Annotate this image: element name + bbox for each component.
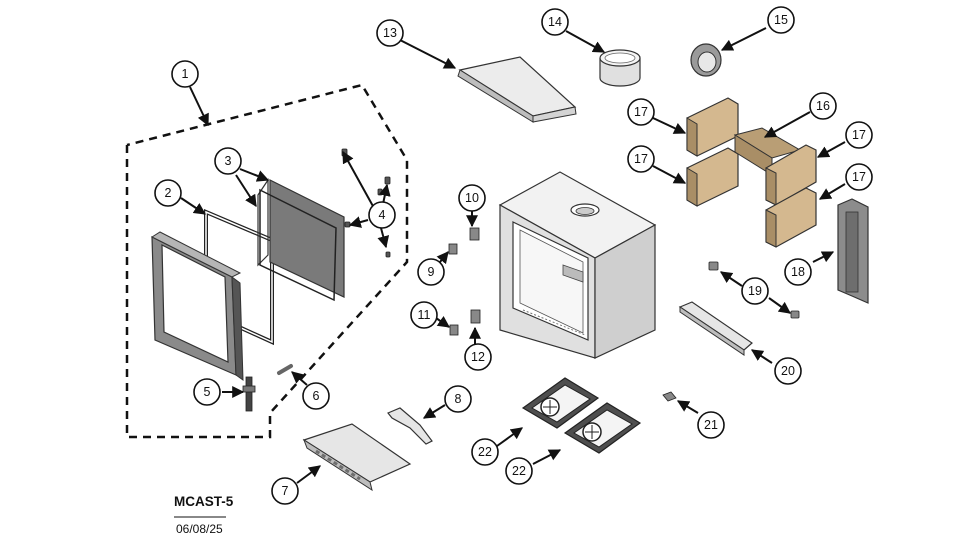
svg-text:6: 6 bbox=[313, 389, 320, 403]
callout-20: 20 bbox=[774, 357, 802, 385]
callout-7: 7 bbox=[271, 477, 299, 505]
callout-3: 3 bbox=[214, 147, 242, 175]
callout-1: 1 bbox=[171, 60, 199, 88]
svg-text:10: 10 bbox=[465, 191, 479, 205]
callout-2: 2 bbox=[154, 179, 182, 207]
drawing-date: 06/08/25 bbox=[176, 522, 223, 536]
firebrick-bottom-left bbox=[686, 147, 739, 207]
hinge-bracket-11 bbox=[449, 324, 459, 336]
svg-text:2: 2 bbox=[165, 186, 172, 200]
callout-17-d: 17 bbox=[845, 163, 873, 191]
callout-4: 4 bbox=[368, 201, 396, 229]
callout-22-a: 22 bbox=[471, 438, 499, 466]
door-frame bbox=[150, 231, 244, 381]
stove-body bbox=[498, 171, 657, 359]
svg-text:21: 21 bbox=[704, 418, 718, 432]
callout-17-b: 17 bbox=[845, 121, 873, 149]
svg-text:4: 4 bbox=[379, 208, 386, 222]
callout-11: 11 bbox=[410, 301, 438, 329]
callout-15: 15 bbox=[767, 6, 795, 34]
callout-16: 16 bbox=[809, 92, 837, 120]
svg-text:8: 8 bbox=[455, 392, 462, 406]
callout-13: 13 bbox=[376, 19, 404, 47]
svg-text:20: 20 bbox=[781, 364, 795, 378]
svg-text:15: 15 bbox=[774, 13, 788, 27]
svg-text:18: 18 bbox=[791, 265, 805, 279]
svg-text:19: 19 bbox=[748, 284, 762, 298]
hinge-pin bbox=[277, 364, 293, 375]
side-panel bbox=[837, 198, 869, 304]
svg-text:9: 9 bbox=[428, 265, 435, 279]
callout-10: 10 bbox=[458, 184, 486, 212]
hinge-bracket-9 bbox=[448, 243, 458, 255]
svg-text:1: 1 bbox=[182, 67, 189, 81]
callout-21: 21 bbox=[697, 411, 725, 439]
door-assembly-boundary bbox=[125, 83, 409, 439]
svg-text:13: 13 bbox=[383, 26, 397, 40]
callout-6: 6 bbox=[302, 382, 330, 410]
svg-text:22: 22 bbox=[512, 464, 526, 478]
drawing-code: MCAST-5 bbox=[174, 494, 234, 509]
hinge-bracket-10 bbox=[469, 227, 480, 241]
firebrick-bottom-right bbox=[765, 187, 817, 248]
baffle-plate bbox=[457, 56, 577, 123]
airwash-bar bbox=[678, 301, 753, 356]
svg-text:17: 17 bbox=[852, 170, 866, 184]
grate-upper bbox=[521, 377, 600, 429]
svg-text:17: 17 bbox=[634, 105, 648, 119]
svg-text:7: 7 bbox=[282, 484, 289, 498]
svg-text:5: 5 bbox=[204, 385, 211, 399]
door-latch bbox=[242, 376, 256, 412]
hinge-bracket-12 bbox=[470, 309, 481, 324]
callout-17-c: 17 bbox=[627, 145, 655, 173]
svg-text:11: 11 bbox=[418, 308, 431, 322]
svg-text:16: 16 bbox=[816, 99, 830, 113]
svg-text:22: 22 bbox=[478, 445, 492, 459]
callout-18: 18 bbox=[784, 258, 812, 286]
retaining-bracket bbox=[662, 391, 677, 402]
callout-14: 14 bbox=[541, 8, 569, 36]
leader-lines bbox=[180, 27, 846, 484]
svg-text:14: 14 bbox=[548, 15, 562, 29]
callout-5: 5 bbox=[193, 378, 221, 406]
svg-text:3: 3 bbox=[225, 154, 232, 168]
grate-lower bbox=[563, 402, 642, 454]
svg-text:17: 17 bbox=[634, 152, 648, 166]
door-glass bbox=[257, 178, 345, 302]
callout-12: 12 bbox=[464, 343, 492, 371]
callout-8: 8 bbox=[444, 385, 472, 413]
flue-collar bbox=[599, 49, 641, 87]
callout-9: 9 bbox=[417, 258, 445, 286]
callout-17-a: 17 bbox=[627, 98, 655, 126]
svg-text:17: 17 bbox=[852, 128, 866, 142]
firebrick-top-left bbox=[686, 97, 739, 157]
callout-19: 19 bbox=[741, 277, 769, 305]
riddling-tool bbox=[387, 407, 433, 445]
callout-22-b: 22 bbox=[505, 457, 533, 485]
brick-clips bbox=[708, 261, 800, 319]
ash-lip bbox=[302, 423, 412, 492]
svg-text:12: 12 bbox=[471, 350, 485, 364]
firebrick-top-right bbox=[765, 144, 817, 206]
blanking-plate bbox=[690, 43, 722, 77]
